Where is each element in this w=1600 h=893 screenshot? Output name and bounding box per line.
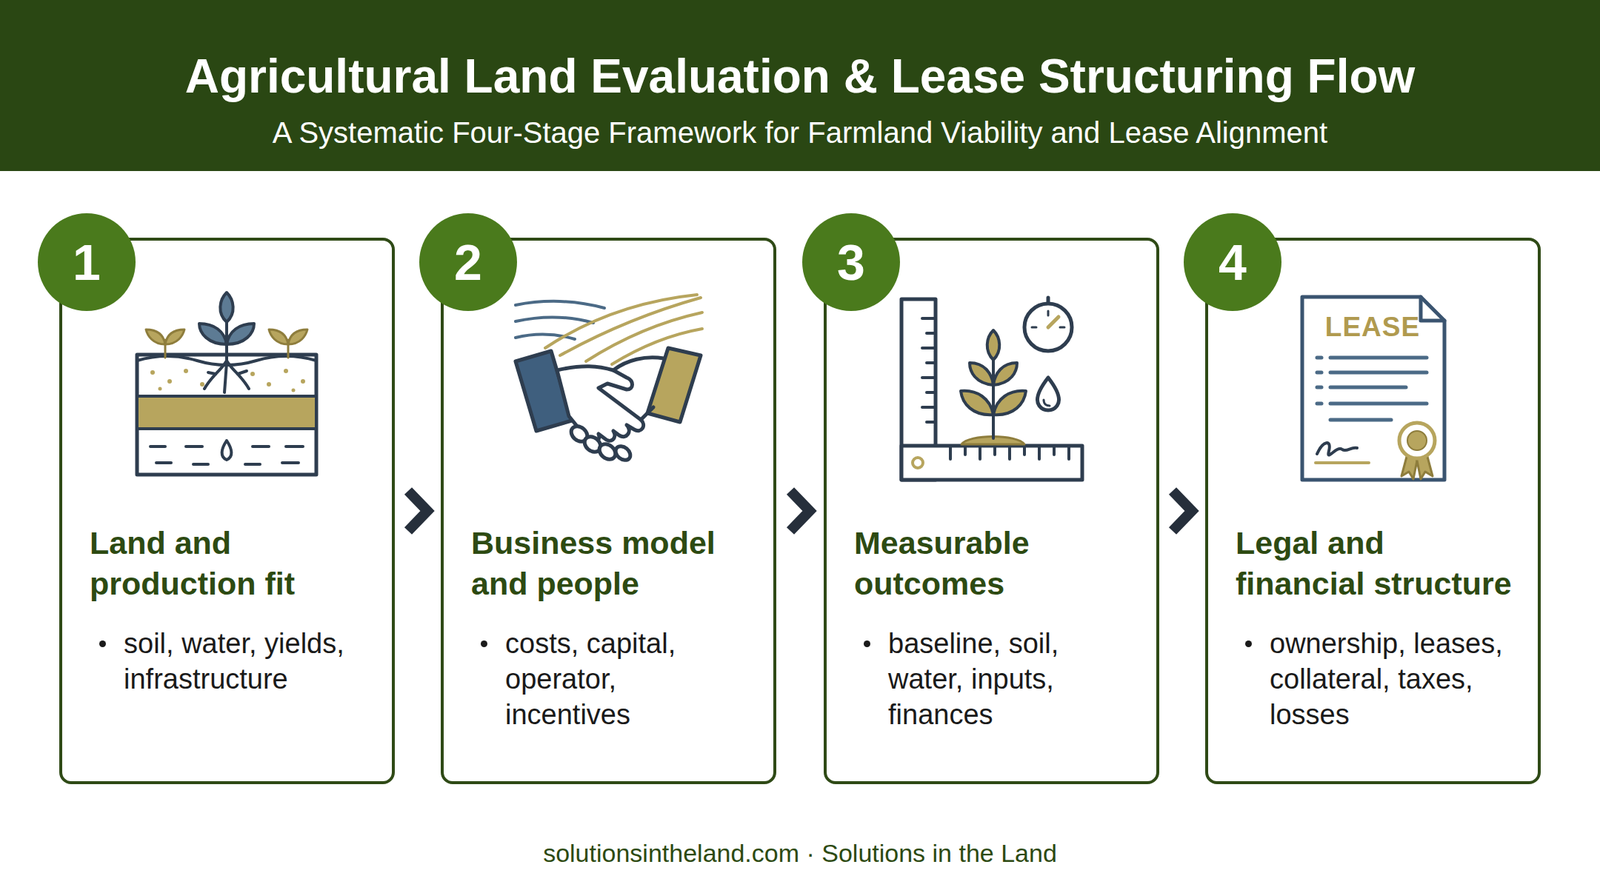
flow-chevron <box>790 491 810 532</box>
stage-details: ownership, leases, collateral, taxes, lo… <box>1269 625 1515 733</box>
step-number-circle: 1 <box>37 213 136 312</box>
step-number: 4 <box>1218 237 1247 288</box>
bullet-dot <box>480 640 488 648</box>
stage-heading: Legal and financial structure <box>1235 522 1518 605</box>
step-number: 2 <box>454 237 483 288</box>
stage-details: costs, capital, operator, incentives <box>505 625 728 733</box>
bullet-dot <box>1245 640 1252 648</box>
document-title: LEASE <box>1298 311 1447 344</box>
stage-details: soil, water, yields, infrastructure <box>123 625 369 698</box>
stage-heading: Land and production fit <box>89 522 372 605</box>
step-number-circle: 3 <box>802 213 900 312</box>
step-number-circle: 4 <box>1183 213 1282 312</box>
step-number: 1 <box>72 237 101 288</box>
stage-card: Business model and people costs, capital,… <box>440 237 777 785</box>
flow-chevron <box>1172 491 1192 532</box>
diagram-title: Agricultural Land Evaluation & Lease Str… <box>0 48 1600 104</box>
measurement-icon <box>901 297 1083 480</box>
step-number: 3 <box>837 237 866 288</box>
bullet-dot <box>99 640 106 648</box>
stage-heading: Business model and people <box>471 522 753 605</box>
subtitle: A Systematic Four-Stage Framework for Fa… <box>0 114 1600 151</box>
footer-source: solutionsintheland.com · Solutions in th… <box>0 837 1600 869</box>
handshake-icon <box>515 294 703 463</box>
step-number-circle: 2 <box>419 213 518 312</box>
flow-chevron <box>408 491 428 532</box>
stage-card: Measurable outcomes baseline, soil, water… <box>823 237 1160 785</box>
soil-icon <box>137 292 317 475</box>
stage-details: baseline, soil, water, inputs, finances <box>888 625 1133 733</box>
bullet-dot <box>863 640 871 648</box>
stage-heading: Measurable outcomes <box>854 522 1136 605</box>
